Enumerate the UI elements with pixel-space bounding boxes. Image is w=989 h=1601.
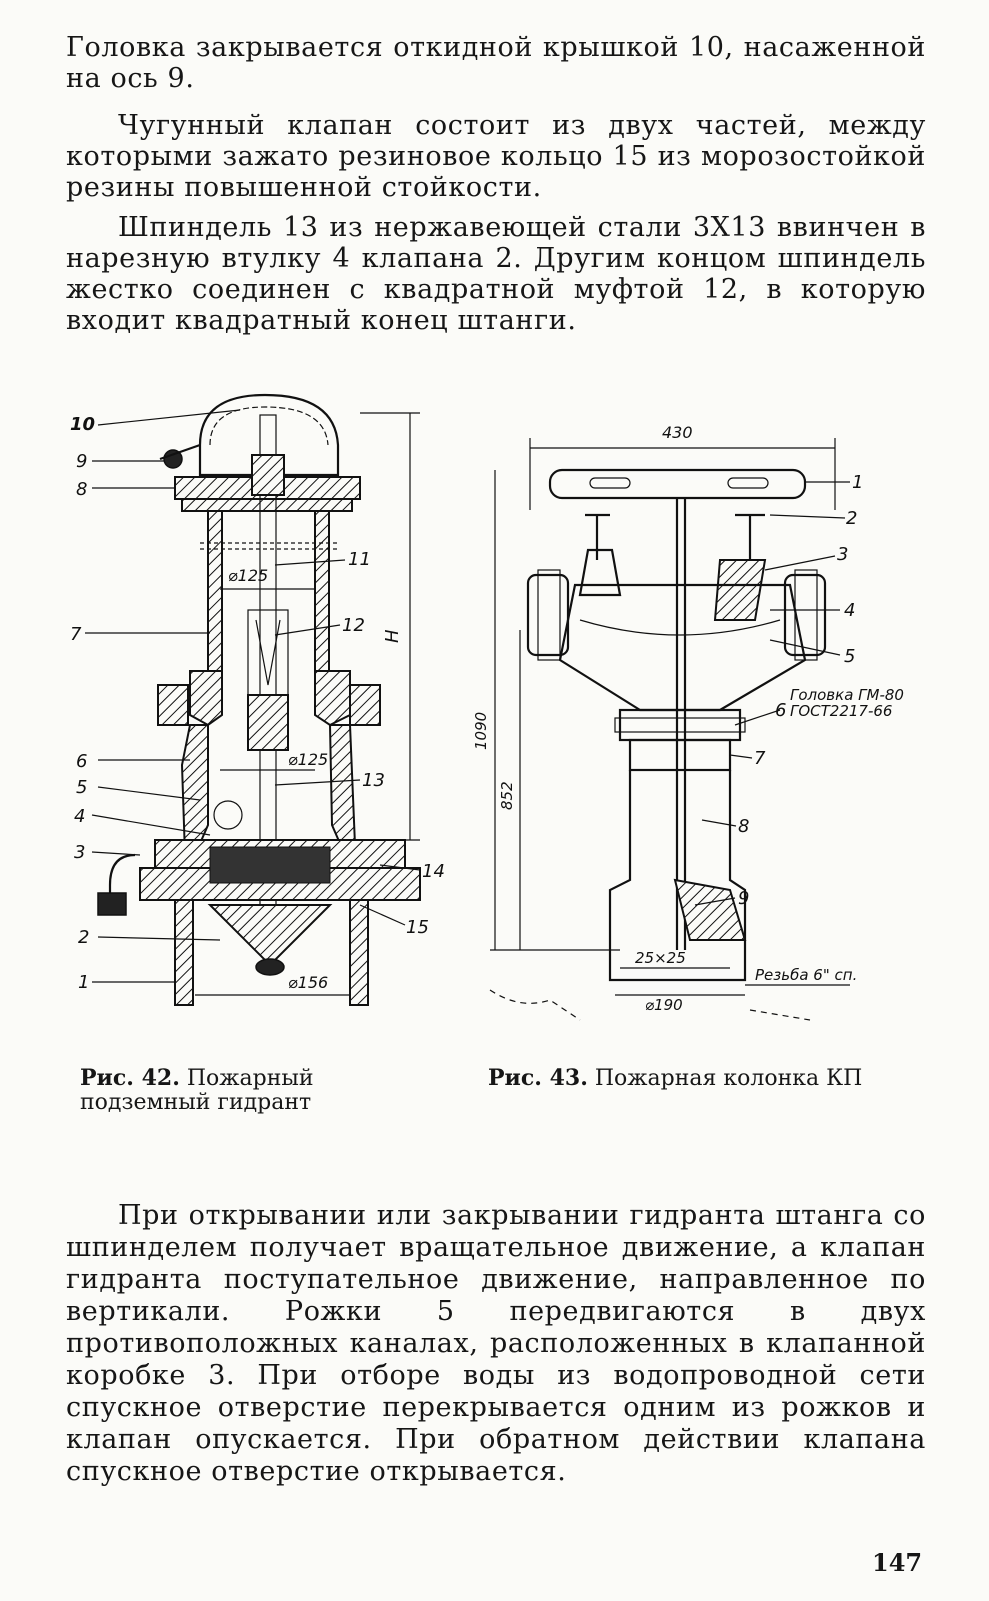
- figure-42-caption-text: Пожарный подземный гидрант: [80, 1066, 314, 1115]
- fig43-dim-width: 430: [662, 423, 693, 442]
- paragraph-3: Шпиндель 13 из нержавеющей стали 3Х13 вв…: [66, 212, 926, 336]
- fig43-dim-square: 25×25: [635, 949, 686, 967]
- fig43-dim-thread: Резьба 6" сп.: [755, 966, 857, 984]
- figure-42-caption-number: Рис. 42.: [80, 1065, 180, 1091]
- paragraph-3-text: Шпиндель 13 из нержавеющей стали 3Х13 вв…: [66, 212, 926, 336]
- fig43-dim-total: 1090: [472, 712, 490, 750]
- fig43-label-6: 6: [775, 700, 786, 721]
- fig42-label-14: 14: [422, 861, 445, 882]
- figure-42-caption: Рис. 42. Пожарный подземный гидрант: [80, 1066, 450, 1115]
- fig42-label-11: 11: [348, 549, 371, 570]
- fig43-label-8: 8: [738, 816, 749, 837]
- fig42-label-13: 13: [362, 770, 385, 791]
- fig42-label-3: 3: [74, 842, 85, 863]
- paragraph-4-text: При открывании или закрывании гидранта ш…: [66, 1200, 926, 1487]
- fig42-dim-top: ⌀125: [228, 566, 268, 585]
- fig42-label-12: 12: [342, 615, 365, 636]
- fig43-label-3: 3: [837, 544, 848, 565]
- page-number: 147: [872, 1548, 923, 1577]
- fig42-label-1: 1: [78, 972, 89, 993]
- fig43-label-5: 5: [844, 646, 855, 667]
- paragraph-2: Чугунный клапан состоит из двух частей, …: [66, 110, 926, 203]
- figure-43-caption-text: Пожарная колонка КП: [594, 1066, 863, 1091]
- fig43-dim-base: ⌀190: [645, 996, 683, 1014]
- figure-43-caption: Рис. 43. Пожарная колонка КП: [488, 1066, 908, 1091]
- fig43-label-9: 9: [738, 888, 749, 909]
- fig43-label-1: 1: [852, 472, 863, 493]
- fig43-head-note-2: ГОСТ2217-66: [790, 702, 892, 720]
- fig42-label-10: 10: [70, 414, 95, 435]
- fig43-label-7: 7: [754, 748, 766, 769]
- paragraph-2-text: Чугунный клапан состоит из двух частей, …: [66, 110, 926, 203]
- fig43-dim-lower: 852: [498, 781, 516, 810]
- paragraph-4: При открывании или закрывании гидранта ш…: [66, 1200, 926, 1488]
- fig43-label-4: 4: [844, 600, 855, 621]
- figure-42-hydrant-drawing: 10 9 8 7 6 5 4 3 2 1 11 12 13 14 15 ⌀125…: [60, 385, 450, 1035]
- fig42-label-15: 15: [406, 917, 429, 938]
- fig43-label-2: 2: [846, 508, 857, 529]
- fig42-label-2: 2: [78, 927, 89, 948]
- fig42-label-9: 9: [76, 451, 87, 472]
- fig42-label-8: 8: [76, 479, 87, 500]
- fig42-dim-mid: ⌀125: [288, 750, 328, 769]
- fig43-head-note-1: Головка ГМ-80: [790, 686, 904, 704]
- figure-43-column-drawing: 430 1 2 3 4 5 Головка ГМ-80 6 ГОСТ2217-6…: [472, 420, 904, 1050]
- figure-43-caption-number: Рис. 43.: [488, 1065, 588, 1091]
- paragraph-1: Головка закрывается откидной крышкой 10,…: [66, 32, 926, 94]
- fig42-label-6: 6: [76, 751, 87, 772]
- fig42-label-4: 4: [74, 806, 85, 827]
- fig42-dim-height: H: [382, 629, 403, 643]
- fig42-label-5: 5: [76, 777, 87, 798]
- fig42-dim-bottom: ⌀156: [288, 973, 328, 992]
- fig42-label-7: 7: [70, 624, 82, 645]
